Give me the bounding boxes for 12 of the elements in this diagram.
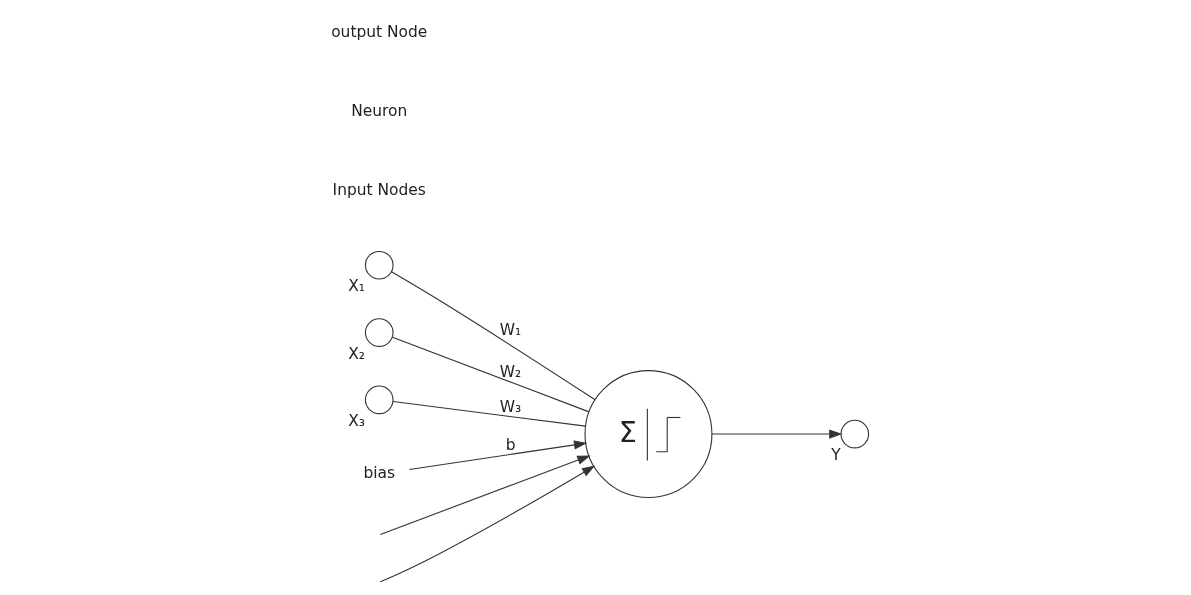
label: Neuron [351, 101, 408, 120]
edge-label: W₁ [499, 320, 522, 339]
label: Input Nodes [332, 181, 426, 200]
node-label: Y [831, 446, 841, 465]
node-label: X₁ [348, 277, 365, 296]
edge-label: W₃ [499, 398, 522, 417]
node-label: X₂ [348, 344, 365, 363]
label: output Node [331, 22, 428, 41]
edge-label: W₂ [499, 362, 522, 381]
node-label: X₃ [348, 411, 365, 430]
node-text: bias [363, 463, 396, 482]
edge-label: b [505, 435, 516, 454]
